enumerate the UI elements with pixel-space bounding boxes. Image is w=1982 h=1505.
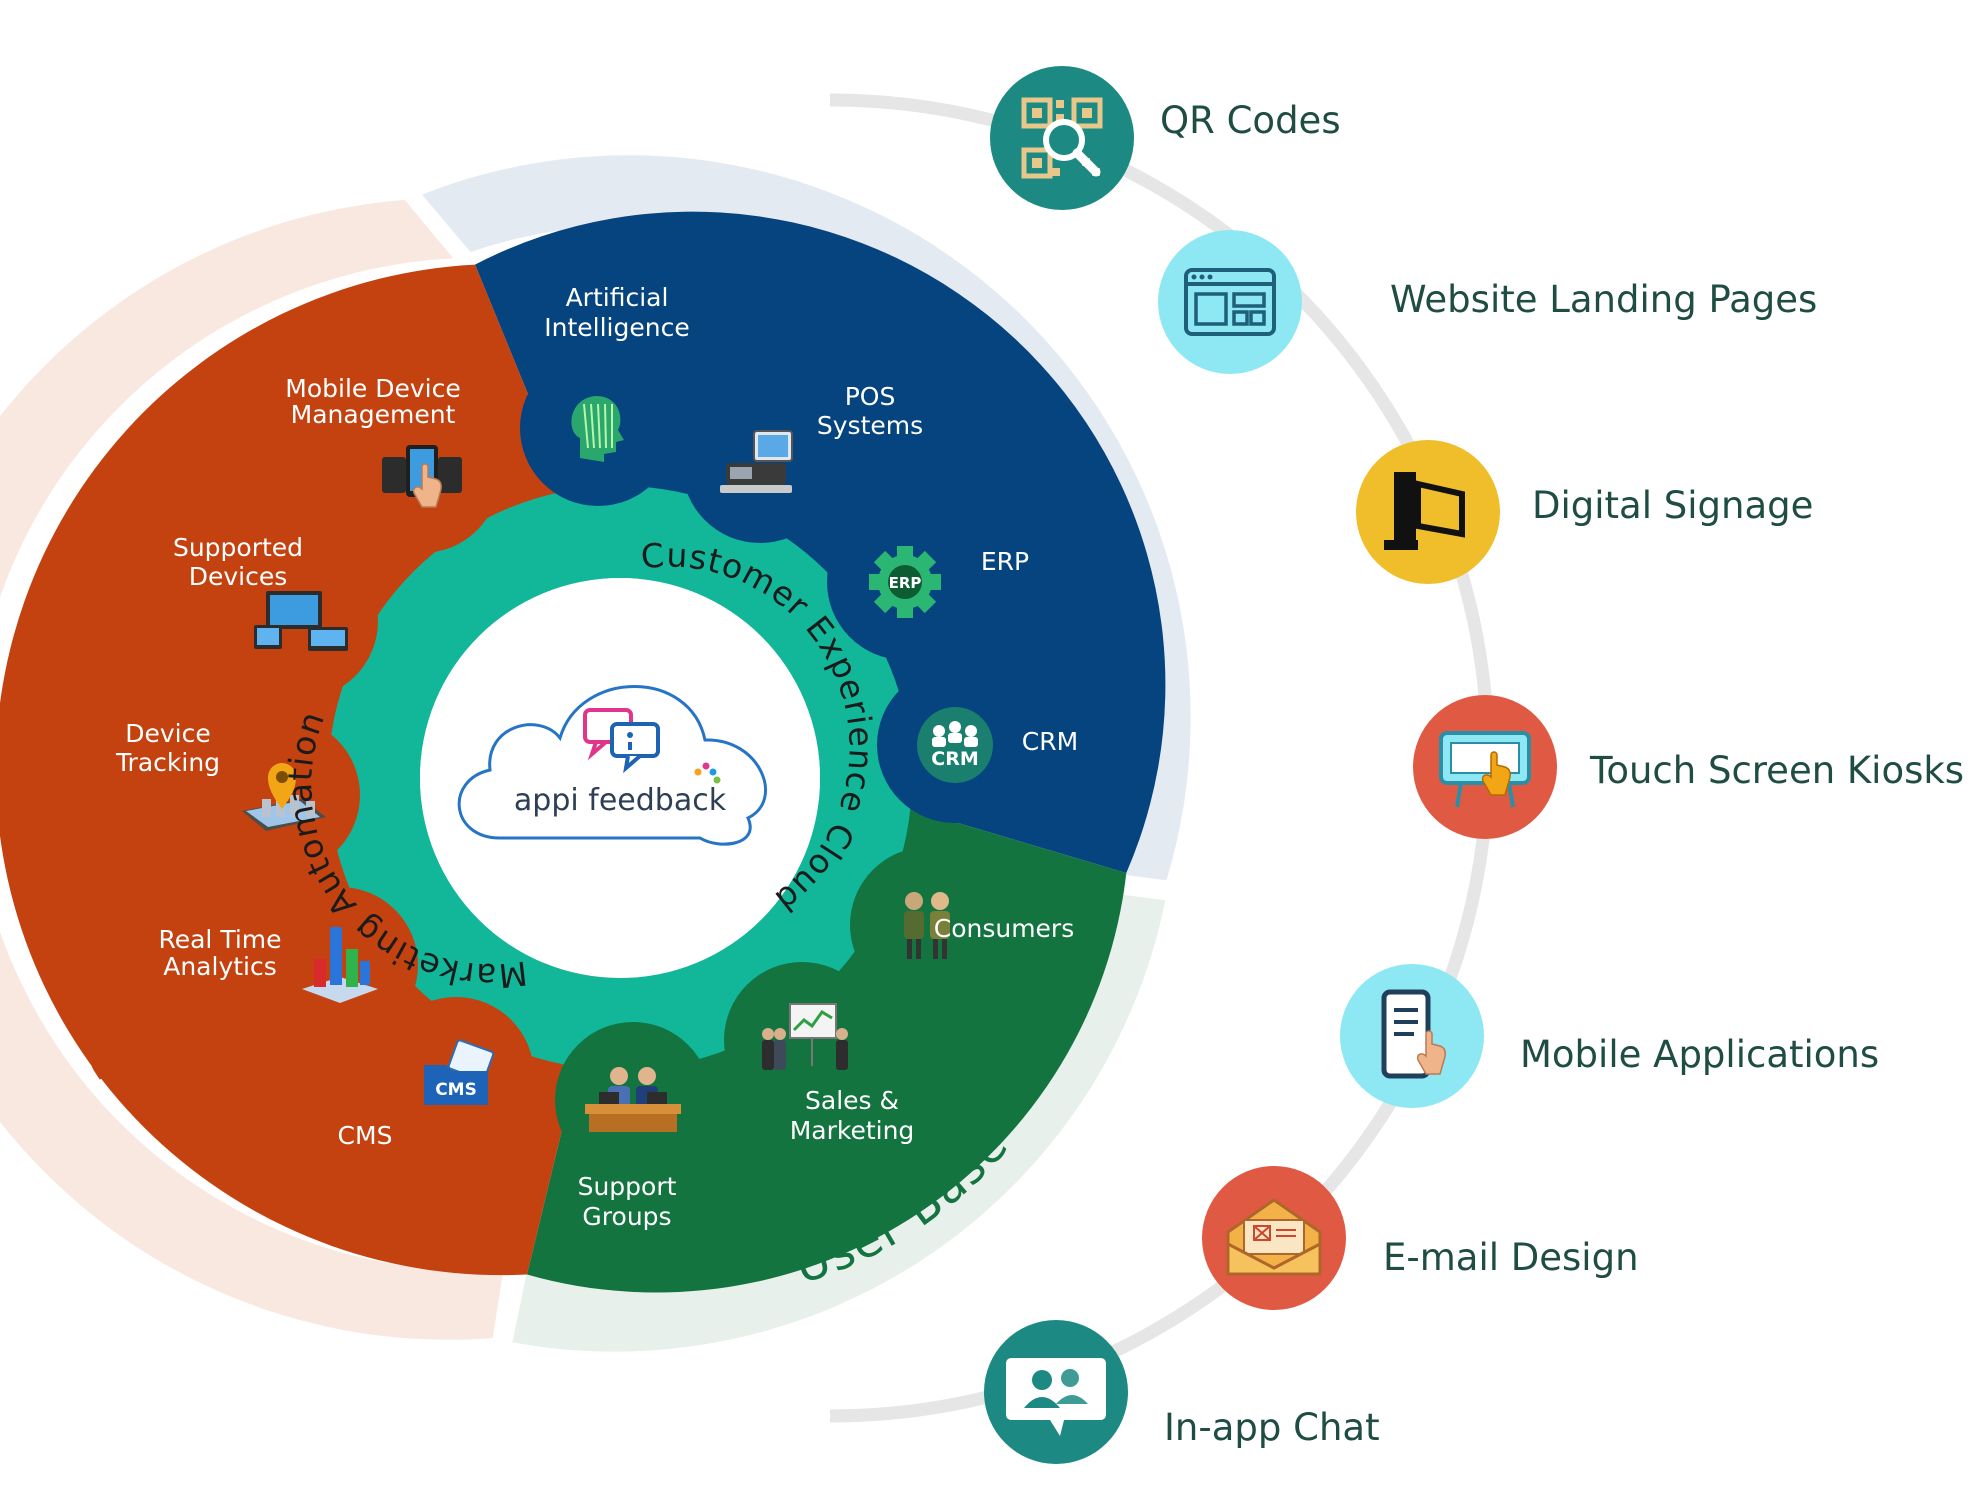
channel-label: E-mail Design: [1383, 1236, 1639, 1279]
tablet-touch-icon: [382, 445, 462, 508]
module-crm-label: CRM: [1022, 727, 1078, 756]
module-analytics-label: Analytics: [163, 952, 277, 981]
channel-label: Digital Signage: [1532, 484, 1813, 527]
chat-people-icon: [1006, 1358, 1106, 1436]
channel-label: Touch Screen Kiosks: [1589, 749, 1964, 792]
module-support-label: Groups: [582, 1202, 671, 1231]
devices-icon: [254, 591, 348, 651]
channel-badge: [1356, 440, 1500, 584]
module-erp: ERP ERP: [827, 504, 1029, 660]
bar-chart-icon: [302, 927, 378, 1003]
module-ai-label: Intelligence: [544, 313, 689, 342]
module-sales-bump: [724, 962, 880, 1118]
presentation-icon: [762, 1003, 848, 1070]
module-consumers: Consumers: [850, 847, 1074, 1003]
module-mdm-label: Management: [291, 400, 456, 429]
module-tracking-label: Tracking: [115, 748, 220, 777]
module-mdm-label: Mobile Device: [285, 374, 460, 403]
module-tracking-label: Device: [125, 719, 211, 748]
module-pos-label: Systems: [817, 411, 923, 440]
channel-digital-signage: Digital Signage: [1356, 440, 1813, 584]
appi-feedback-logo: appi feedback: [457, 685, 767, 846]
svg-text:CMS: CMS: [435, 1080, 477, 1100]
module-cms-label: CMS: [338, 1121, 393, 1150]
ai-head-icon: [571, 396, 624, 462]
support-desk-icon: [585, 1067, 681, 1132]
channel-mobile-applications: Mobile Applications: [1340, 964, 1879, 1108]
module-sales: Sales &Marketing: [724, 962, 914, 1145]
mobile-touch-icon: [1381, 989, 1446, 1079]
module-crm: CRM CRM: [877, 667, 1078, 823]
channel-qr-codes: QR Codes: [990, 66, 1341, 210]
module-ai-label: Artificial: [566, 283, 669, 312]
svg-text:CRM: CRM: [931, 748, 978, 770]
inner-teal-ring: [328, 486, 912, 1070]
module-consumers-label: Consumers: [934, 914, 1075, 943]
channel-label: QR Codes: [1160, 99, 1341, 142]
signage-stand-icon: [1384, 472, 1465, 550]
browser-window-icon: [1184, 268, 1276, 336]
erp-gear-icon: ERP: [869, 546, 941, 618]
module-sales-label: Marketing: [790, 1116, 915, 1145]
channel-badge: [1158, 230, 1302, 374]
channel-label: In-app Chat: [1164, 1406, 1380, 1449]
channel-in-app-chat: In-app Chat: [984, 1320, 1380, 1464]
cloud-icon: [457, 685, 767, 846]
map-pin-icon: [242, 763, 326, 831]
cms-folder-icon: CMS: [424, 1039, 495, 1105]
color-dots-icon: [694, 762, 721, 784]
channel-e-mail-design: E-mail Design: [1202, 1166, 1639, 1310]
module-supported-label: Devices: [189, 562, 288, 591]
module-analytics-label: Real Time: [158, 925, 281, 954]
module-support-label: Support: [578, 1172, 677, 1201]
module-cms: CMS CMS: [338, 997, 534, 1153]
module-supported-label: Supported: [173, 533, 303, 562]
kiosk-icon: [1439, 731, 1531, 808]
channel-label: Mobile Applications: [1520, 1033, 1879, 1076]
consumers-icon: [904, 892, 950, 959]
module-consumers-bump: [850, 847, 1006, 1003]
module-erp-label: ERP: [981, 547, 1029, 576]
channel-website-landing-pages: Website Landing Pages: [1158, 230, 1817, 374]
module-sales-label: Sales &: [805, 1086, 899, 1115]
pos-terminal-icon: [720, 430, 793, 493]
svg-text:ERP: ERP: [889, 574, 922, 592]
brand-name: appi feedback: [514, 783, 727, 818]
envelope-icon: [1226, 1198, 1322, 1276]
channel-touch-screen-kiosks: Touch Screen Kiosks: [1413, 695, 1964, 839]
modules-layer: ArtificialIntelligencePOSSystemsERPERPCR…: [115, 283, 1078, 1231]
channel-label: Website Landing Pages: [1390, 278, 1817, 321]
module-support-bump: [555, 1022, 711, 1178]
chat-bubbles-icon: [583, 708, 660, 774]
module-pos-label: POS: [845, 382, 896, 411]
crm-icon: CRM: [917, 707, 993, 783]
qr-code-icon: [1021, 97, 1103, 179]
